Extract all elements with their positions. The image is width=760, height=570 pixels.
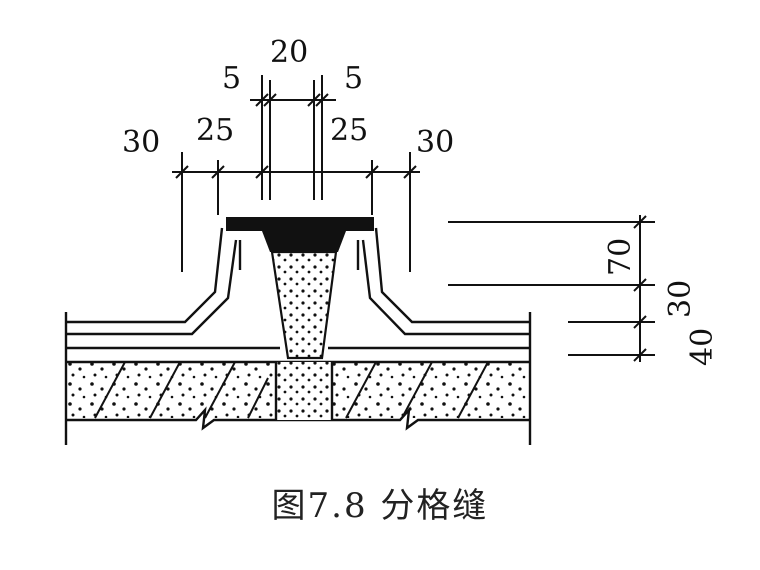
dim-right-70: 70 bbox=[603, 238, 638, 276]
figure-caption: 图7.8 分格缝 bbox=[271, 486, 489, 526]
top-dimension-lines bbox=[172, 75, 420, 272]
dim-top-5-left: 5 bbox=[222, 61, 241, 96]
dim-top-20: 20 bbox=[270, 35, 308, 70]
waterproof-layers bbox=[66, 227, 530, 350]
dim-right-30: 30 bbox=[663, 280, 698, 318]
joint-filler bbox=[270, 250, 338, 360]
dim-top-30-left: 30 bbox=[122, 125, 160, 160]
dim-top-25-right: 25 bbox=[330, 113, 368, 148]
joint-cap bbox=[226, 217, 374, 270]
dim-top-5-right: 5 bbox=[344, 61, 363, 96]
right-dimension-lines bbox=[448, 215, 655, 362]
dim-top-25-left: 25 bbox=[196, 113, 234, 148]
dim-right-40: 40 bbox=[685, 328, 720, 366]
structural-slab bbox=[64, 312, 532, 445]
dim-top-30-right: 30 bbox=[416, 125, 454, 160]
